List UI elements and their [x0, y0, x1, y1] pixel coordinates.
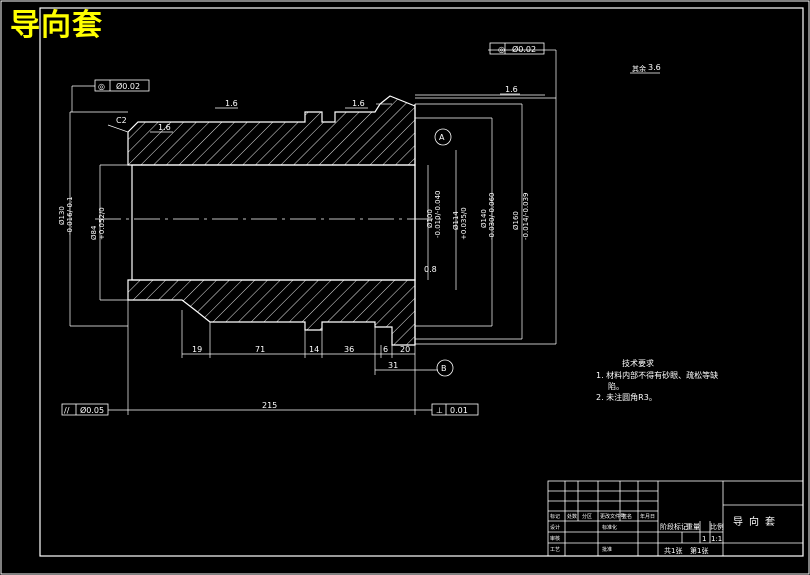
roughness-3: 1.6	[158, 123, 171, 132]
tech-req-item1b: 陷。	[608, 381, 624, 391]
dia-84-tol: +0.052/0	[98, 207, 106, 240]
dia-160: Ø160	[512, 211, 520, 230]
dim-19: 19	[192, 345, 202, 354]
dia-100: Ø100	[426, 209, 434, 228]
tolerance-frames	[61, 42, 545, 416]
tb-mark: 标记	[550, 513, 560, 520]
tech-req-heading: 技术要求	[622, 358, 654, 368]
roughness-other-label: 其余	[632, 64, 646, 73]
fillet-radius: 0.8	[424, 265, 437, 274]
tb-scale: 1:1	[711, 535, 722, 543]
roughness-other-value: 3.6	[648, 63, 661, 72]
tb-sheet-total: 共1张	[664, 546, 682, 555]
dia-130: Ø130	[58, 206, 66, 225]
drawing-title: 导向套	[10, 8, 103, 43]
datum-a-label: A	[439, 133, 445, 142]
dia-114: Ø114	[452, 211, 460, 230]
dim-36: 36	[344, 345, 354, 354]
perpendicularity-value: 0.01	[450, 406, 468, 415]
tb-sheet-no: 第1张	[690, 546, 708, 555]
datum-b-circle	[436, 359, 454, 377]
dimension-lines	[69, 49, 660, 415]
tech-req-item1a: 1. 材料内部不得有砂眼、疏松等缺	[596, 370, 718, 380]
parallelism-value: Ø0.05	[80, 405, 104, 415]
coaxiality-left: Ø0.02	[116, 81, 140, 91]
coaxiality-top: Ø0.02	[512, 44, 536, 54]
dia-84: Ø84	[90, 225, 98, 240]
dim-71: 71	[255, 345, 265, 354]
dim-6: 6	[383, 345, 388, 354]
tb-weight-label: 重量	[686, 523, 700, 531]
tb-process: 工艺	[550, 547, 560, 553]
dia-160-tol: -0.014/-0.039	[522, 193, 530, 241]
dim-31: 31	[388, 361, 398, 370]
tb-date: 年月日	[640, 513, 655, 520]
part-section	[127, 95, 556, 346]
coaxiality-symbol-left: ◎	[98, 82, 105, 91]
inner-frame	[39, 7, 804, 557]
tb-scale-label: 比例	[710, 522, 724, 531]
dia-130-tol: -0.016/-0.1	[66, 196, 74, 235]
tb-count: 处数	[567, 513, 577, 520]
dia-140: Ø140	[480, 209, 488, 228]
tb-change-doc: 更改文件号	[600, 513, 625, 520]
tb-approve: 批准	[602, 546, 612, 553]
tb-checker: 审核	[550, 535, 560, 542]
dia-100-tol: -0.010/-0.040	[434, 191, 442, 239]
tb-part-name: 导向套	[733, 515, 781, 528]
tb-designer: 设计	[550, 524, 560, 531]
tb-standard: 标准化	[602, 524, 617, 531]
roughness-4: 1.6	[505, 85, 518, 94]
datum-b-label: B	[441, 364, 447, 373]
dim-20: 20	[400, 345, 410, 354]
parallelism-symbol: //	[64, 406, 70, 415]
dim-14: 14	[309, 345, 319, 354]
roughness-2: 1.6	[352, 99, 365, 108]
tb-zone: 分区	[582, 513, 592, 520]
tb-one: 1	[702, 535, 706, 543]
dia-114-tol: +0.035/0	[460, 207, 468, 240]
roughness-1: 1.6	[225, 99, 238, 108]
tech-req-item2: 2. 未注圆角R3。	[596, 392, 657, 402]
perpendicularity-symbol: ⊥	[436, 406, 443, 415]
tb-signature: 签名	[622, 513, 632, 520]
title-block	[547, 480, 804, 557]
tb-stage-label: 阶段标记	[660, 522, 688, 531]
chamfer-label: C2	[116, 116, 127, 125]
datum-a-circle	[434, 128, 452, 146]
dim-215: 215	[262, 401, 277, 410]
coaxiality-symbol: ◎	[498, 45, 505, 54]
dia-140-tol: -0.030/-0.060	[488, 193, 496, 241]
